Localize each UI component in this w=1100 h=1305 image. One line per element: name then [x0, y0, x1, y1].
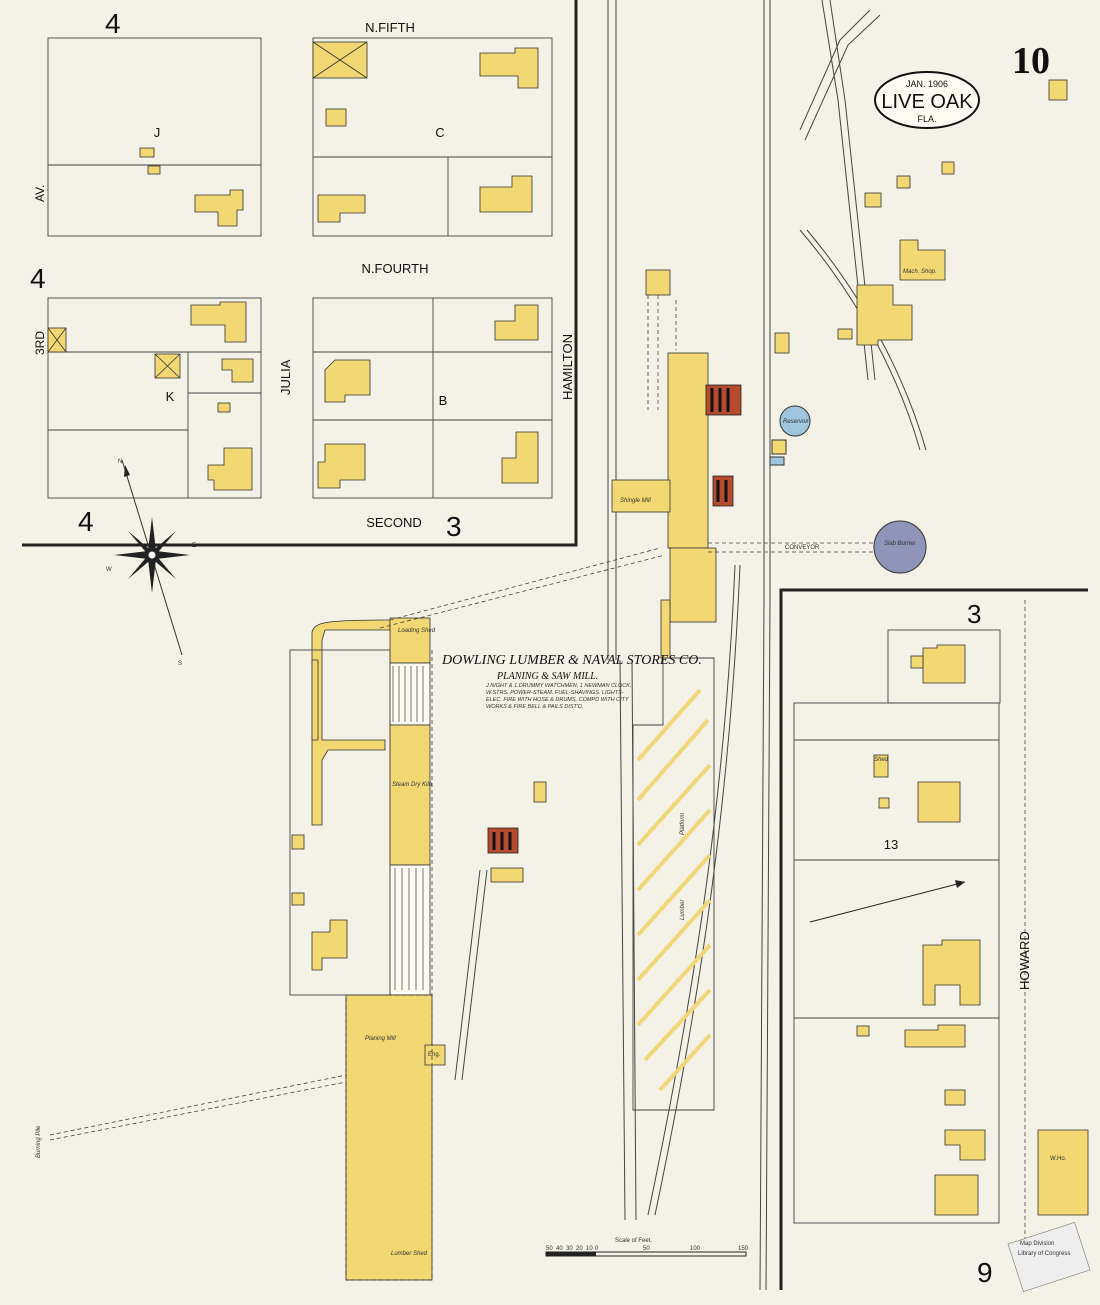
lumber-platform: [632, 657, 715, 1111]
street-howard: HOWARD: [1017, 931, 1032, 990]
label-slab-burner: Slab Burner: [884, 541, 917, 547]
stamp-line2: Library of Congress: [1018, 1251, 1070, 1257]
sheet-ref-4-top: 4: [105, 8, 121, 39]
block-13: [793, 629, 1089, 1224]
pump-house: [771, 439, 787, 455]
company-notes-box: J.NIGHT & 1.DRUMMY WATCHMEN, 1 NEWMAN CL…: [486, 683, 632, 710]
compass-north-label: N: [118, 459, 122, 465]
block-b: [312, 297, 553, 499]
slab-burner-circle: [873, 520, 927, 574]
label-mach-shop: Mach. Shop.: [903, 269, 937, 275]
tramway-upper-2: [379, 554, 666, 629]
street-n-fourth: N.FOURTH: [362, 261, 429, 276]
label-lumber-platform-b: Platform: [680, 813, 686, 835]
company-name: DOWLING LUMBER & NAVAL STORES CO.: [441, 653, 702, 668]
block-k: [47, 297, 262, 499]
block-label-c: C: [435, 125, 444, 140]
scale-of-feet: Scale of Feet. 50 40 30 20 10 0 50 100 1…: [545, 1238, 749, 1257]
scale-tick-8: 150: [738, 1246, 749, 1252]
label-loading-shed: Loading Shed: [398, 628, 436, 634]
water-tank-small: [769, 456, 785, 466]
block-label-k: K: [166, 389, 175, 404]
sheet-ref-9: 9: [977, 1257, 993, 1288]
label-w-ho: W.Ho.: [1050, 1156, 1067, 1162]
scale-tick-3: 20: [576, 1246, 583, 1252]
block-frame-lower-right: [779, 588, 1088, 1290]
mill-main-building: [611, 269, 742, 659]
block-frame-upper-left: [22, 0, 578, 547]
sheet-ref-4-bottom: 4: [78, 506, 94, 537]
compass-south-label: S: [178, 661, 182, 667]
conveyor-line: [708, 542, 878, 553]
label-eng: Eng.: [428, 1052, 441, 1058]
compass-west-label: W: [106, 567, 112, 573]
tramway-upper: [389, 547, 661, 621]
label-lumber-platform-a: Lumber: [680, 899, 686, 920]
sheet-ref-4-mid: 4: [30, 263, 46, 294]
scale-tick-7: 100: [690, 1246, 701, 1252]
company-notes: J.NIGHT & 1.DRUMMY WATCHMEN, 1 NEWMAN CL…: [486, 683, 632, 710]
block-label-b: B: [439, 393, 448, 408]
title-state: FLA.: [917, 114, 936, 124]
scale-tick-1: 40: [556, 1246, 563, 1252]
sheet-number: 10: [1012, 40, 1050, 82]
title-cartouche: [874, 71, 980, 129]
scale-tick-6: 50: [643, 1246, 650, 1252]
compass-rose: N S E W: [106, 459, 196, 667]
scale-tick-4: 10: [586, 1246, 593, 1252]
library-stamp: Map Division Library of Congress: [1007, 1222, 1091, 1292]
compass-east-label: E: [192, 543, 196, 549]
sheet-ref-3-right: 3: [967, 599, 981, 629]
stamp-line1: Map Division: [1020, 1241, 1054, 1247]
machine-shop-group: [774, 79, 1068, 354]
title-city: LIVE OAK: [881, 91, 973, 113]
label-conveyor: CONVEYOR: [785, 545, 820, 551]
street-av: AV.: [33, 185, 47, 202]
scale-tick-2: 30: [566, 1246, 573, 1252]
label-burning-pile: Burning Pile: [36, 1125, 42, 1158]
scale-tick-0: 50: [546, 1246, 553, 1252]
label-reservoir: Reservoir: [783, 419, 810, 425]
sheet-ref-3-second: 3: [446, 511, 462, 542]
block-label-j: J: [154, 125, 161, 140]
reservoir-circle: [779, 405, 811, 437]
mill-yard-left: [289, 617, 547, 1281]
label-steam-dry-kiln: Steam Dry Kiln: [392, 782, 433, 788]
street-third: 3RD: [33, 331, 47, 355]
block-label-13: 13: [884, 837, 898, 852]
label-planing-mill: Planing Mill: [365, 1036, 396, 1042]
company-subtitle: PLANING & SAW MILL.: [496, 671, 598, 682]
title-date: JAN. 1906: [906, 79, 948, 89]
block-c: [312, 37, 553, 237]
street-hamilton: HAMILTON: [560, 334, 575, 400]
block-j: [47, 37, 262, 237]
label-shed: Shed: [874, 757, 889, 763]
label-shingle-mill: Shingle Mill: [620, 498, 651, 504]
scale-title: Scale of Feet.: [615, 1238, 652, 1244]
label-lumber-shed: Lumber Shed: [391, 1251, 428, 1257]
street-julia: JULIA: [278, 359, 293, 395]
railroad-tracks: [454, 0, 927, 1291]
tramway-burning-pile: [49, 1074, 347, 1141]
street-n-fifth: N.FIFTH: [365, 20, 415, 35]
street-second: SECOND: [366, 515, 422, 530]
scale-tick-5: 0: [595, 1246, 599, 1252]
